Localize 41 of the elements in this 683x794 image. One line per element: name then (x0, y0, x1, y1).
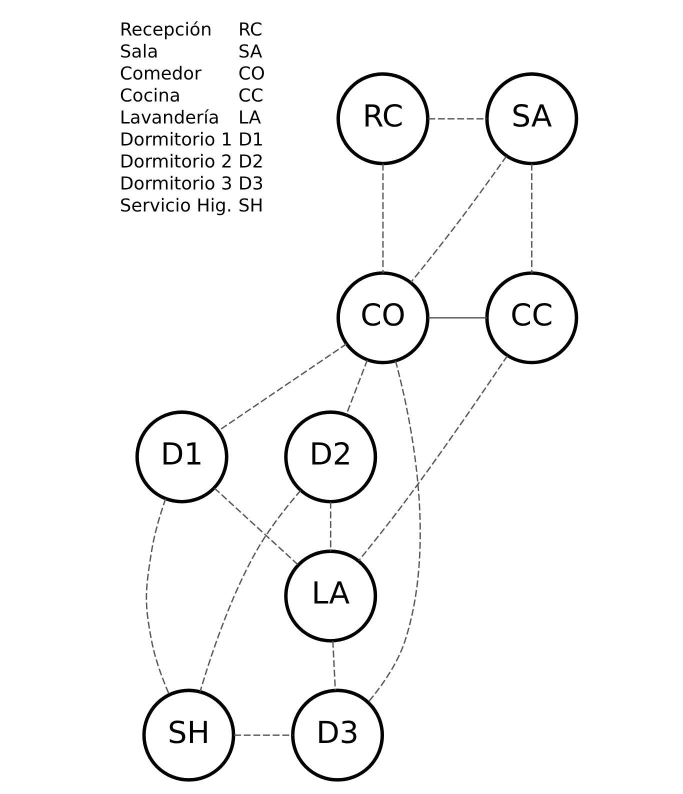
node-circle: SH (142, 688, 235, 782)
label: Lavandería (119, 107, 219, 128)
connector (332, 640, 336, 690)
label: SA (238, 41, 262, 62)
label: Recepción (119, 19, 212, 40)
connector (367, 360, 420, 703)
connector (199, 490, 301, 692)
node-circle: CO (336, 271, 429, 364)
node-circle: CC (484, 271, 578, 364)
label: CO (238, 63, 264, 84)
connector (345, 360, 368, 415)
connector (145, 498, 170, 695)
label: Sala (119, 41, 158, 62)
connector (358, 355, 508, 562)
node-circle: D3 (290, 688, 384, 782)
label: D1 (238, 130, 264, 150)
label: RC (238, 19, 262, 40)
label: Comedor (119, 63, 201, 84)
connector (214, 488, 298, 566)
label: Cocina (119, 85, 180, 106)
label: CC (238, 85, 263, 106)
label: LA (238, 107, 260, 128)
connector (382, 164, 384, 273)
label: D2 (238, 152, 264, 173)
node-circle: LA (284, 550, 377, 643)
label: SH (238, 196, 263, 217)
connector (428, 118, 486, 120)
label: Dormitorio 3 (119, 174, 232, 195)
connector (329, 502, 331, 552)
connector (530, 164, 532, 273)
label: D3 (238, 174, 264, 195)
label: Servicio Hig. (119, 196, 232, 217)
label: Dormitorio 1 (119, 130, 232, 150)
label: Dormitorio 2 (119, 152, 232, 173)
connector (428, 317, 486, 318)
connector (410, 156, 506, 283)
node-circle: D2 (284, 410, 377, 504)
node-circle: SA (484, 72, 578, 166)
connector (234, 734, 292, 736)
node-circle: D1 (134, 410, 228, 504)
node-circle: RC (336, 72, 429, 166)
